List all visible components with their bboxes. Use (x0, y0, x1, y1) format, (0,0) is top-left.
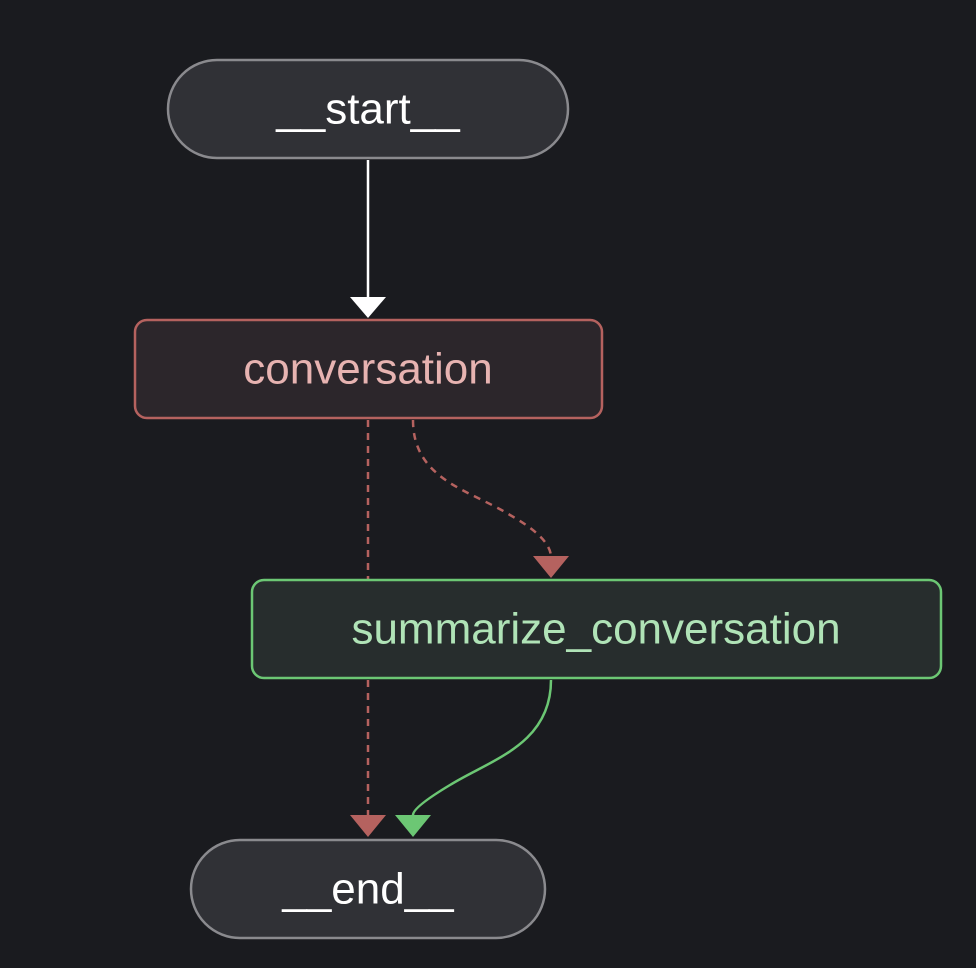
arrowhead-conversation-to-end (350, 815, 386, 837)
node-conversation-label: conversation (243, 345, 492, 394)
node-summarize-conversation-label: summarize_conversation (351, 605, 840, 654)
arrowhead-conversation-to-summarize (533, 556, 569, 578)
arrowhead-start-to-conversation (350, 297, 386, 318)
node-conversation[interactable]: conversation (133, 318, 604, 420)
node-summarize-conversation[interactable]: summarize_conversation (250, 578, 943, 680)
node-start[interactable]: __start__ (166, 58, 570, 160)
node-end[interactable]: __end__ (189, 838, 547, 940)
arrowhead-summarize-to-end (395, 815, 431, 837)
node-start-label: __start__ (275, 85, 460, 134)
edge-conversation-to-summarize (411, 419, 553, 557)
edge-summarize-to-end (411, 679, 553, 816)
node-end-label: __end__ (281, 865, 454, 914)
